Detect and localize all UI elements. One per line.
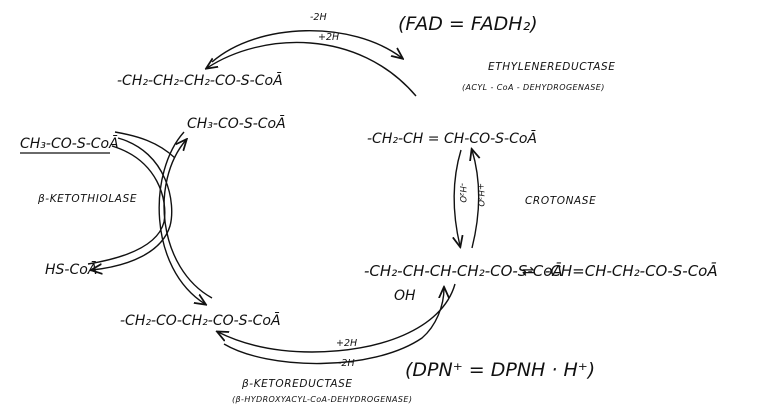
- thiolase-outer-arc-left-inner: [87, 145, 166, 265]
- minus-h2o-label: -H₂O: [457, 183, 467, 203]
- plus-h2o-label: +H₂O: [475, 183, 485, 207]
- bottom-reverse-arrow: [223, 288, 444, 365]
- bottom-minus-2h-label: -2H: [338, 358, 355, 369]
- hydroxyacyl-coa: -CH₂-CH-CH-CH₂-CO-S-CoĀ: [364, 262, 563, 280]
- hydroxy-group: OH: [394, 288, 416, 304]
- fad-cofactor-label: (FAD = FADH₂): [398, 13, 538, 35]
- hydroxyacyl-coa-dehydrogenase-label: (β-HYDROXYACYL-CoA-DEHYDROGENASE): [232, 395, 412, 404]
- crotonase-label: CROTONASE: [525, 195, 596, 207]
- acyl-coa-dehydrogenase-label: (ACYL - CoA - DEHYDROGENASE): [462, 83, 605, 92]
- ketothiolase-label: β-KETOTHIOLASE: [37, 193, 137, 205]
- enoyl-coa: -CH₂-CH = CH-CO-S-CoĀ: [367, 130, 537, 147]
- bottom-forward-arrow: [218, 283, 456, 353]
- thiolase-outer-arc-left: [92, 137, 173, 270]
- coa-sh: HS-CoĀ: [45, 261, 97, 278]
- top-plus-2h-label: +2H: [318, 32, 339, 43]
- thiolase-inner-arc-down: [158, 131, 205, 304]
- acetyl-coa-inner: CH₃-CO-S-CoĀ: [187, 115, 286, 132]
- crotonase-forward-arrow: [454, 149, 461, 246]
- thiolase-acetyl-entry: [114, 131, 176, 159]
- acyl-coa-top: -CH₂-CH₂-CH₂-CO-S-CoĀ: [117, 72, 283, 89]
- dpn-cofactor-label: (DPN⁺ = DPNH · H⁺): [405, 359, 595, 381]
- top-reverse-arrow: [207, 41, 417, 97]
- top-minus-2h-label: -2H: [310, 12, 327, 23]
- crotonase-reverse-arrow: [472, 150, 479, 249]
- ethylene-reductase-label: ETHYLENEREDUCTASE: [488, 61, 616, 73]
- acetyl-coa-left: CH₃-CO-S-CoĀ: [20, 135, 119, 152]
- unsaturated-product: -CH=CH-CH₂-CO-S-CoĀ: [545, 262, 718, 280]
- top-forward-arrow: [211, 30, 402, 63]
- ketoreductase-label: β-KETOREDUCTASE: [241, 378, 353, 390]
- ketoacyl-coa: -CH₂-CO-CH₂-CO-S-CoĀ: [120, 312, 281, 329]
- bottom-plus-2h-label: +2H: [336, 338, 357, 349]
- equilibrium-arrow: ⇌: [522, 262, 535, 280]
